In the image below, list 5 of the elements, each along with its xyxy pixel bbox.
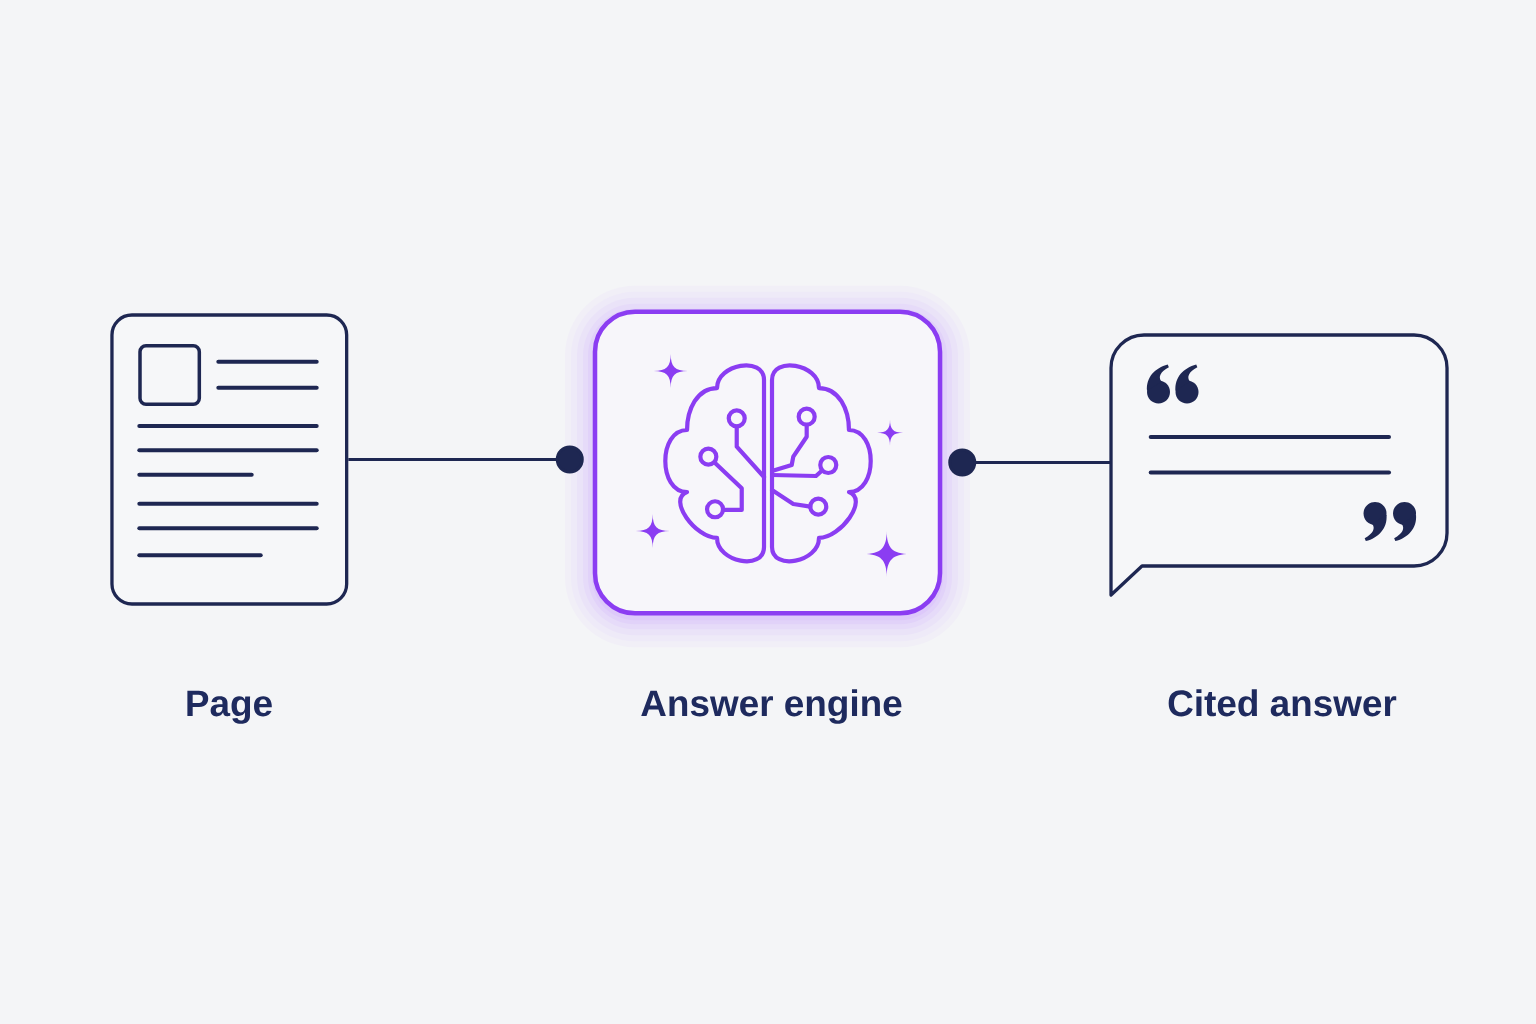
connector-line xyxy=(948,448,1111,477)
node-label: Answer engine xyxy=(641,689,902,724)
node-label: Page xyxy=(187,690,272,724)
node-label: Cited answer xyxy=(1168,689,1397,717)
connector-line xyxy=(348,445,584,474)
